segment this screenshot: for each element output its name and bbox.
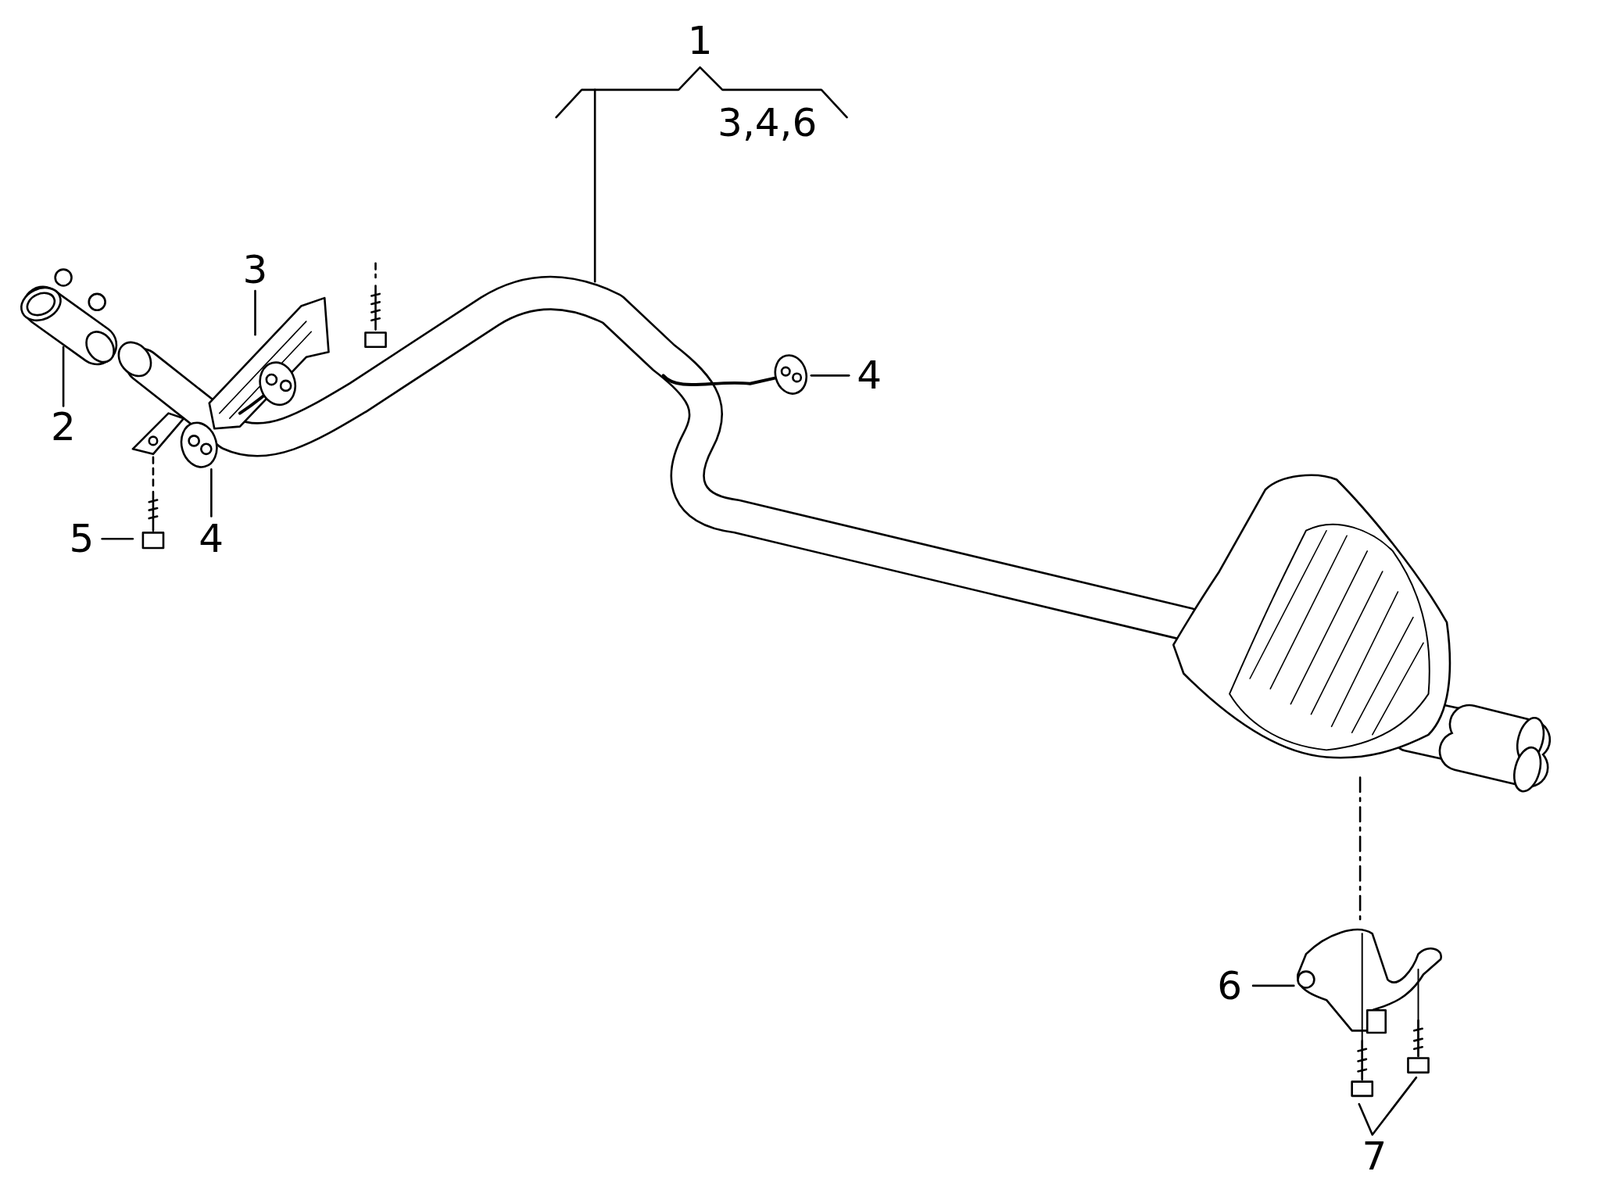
bolt <box>152 457 155 488</box>
mounting-bracket <box>209 297 330 429</box>
callout-number: 5 <box>69 519 95 559</box>
rubber-hanger <box>176 418 222 472</box>
leader-line <box>210 468 213 516</box>
callout-number: 7 <box>1362 1136 1388 1176</box>
callout-number: 3,4,6 <box>717 103 817 143</box>
rubber-hanger <box>200 443 212 455</box>
rubber-hanger <box>663 375 778 385</box>
rubber-hanger <box>781 367 790 376</box>
rear-bracket <box>1297 777 1441 1033</box>
leader-line <box>254 290 257 335</box>
rear-muffler <box>1173 475 1548 795</box>
callout-number: 1 <box>687 21 713 61</box>
pipe-clamp <box>89 293 106 311</box>
rubber-hanger <box>266 374 277 385</box>
group-bracket <box>594 89 597 282</box>
rear-muffler <box>1229 524 1430 751</box>
bolt <box>149 491 158 531</box>
callout-number: 3 <box>242 250 268 290</box>
rear-muffler <box>1510 744 1546 795</box>
callout-number: 2 <box>50 407 76 447</box>
group-bracket <box>556 67 848 282</box>
rubber-hanger <box>189 435 200 446</box>
rear-bracket <box>1297 971 1314 988</box>
pipe-clamp <box>23 288 58 319</box>
rear-bracket <box>1359 777 1362 924</box>
rubber-hanger <box>280 380 291 391</box>
leader-line <box>811 374 849 377</box>
callout-number: 6 <box>1217 966 1243 1006</box>
bolt <box>1352 1081 1373 1096</box>
mounting-bracket <box>149 436 158 445</box>
leader-line <box>63 290 1417 1135</box>
exhaust-pipe <box>111 293 1189 625</box>
rubber-hanger <box>255 358 301 409</box>
pipe-clamp <box>15 269 119 368</box>
rear-muffler <box>1249 530 1424 735</box>
callout-number: 4 <box>198 519 224 559</box>
bolt <box>371 285 380 330</box>
leader-line <box>102 537 133 541</box>
bolt <box>143 532 164 548</box>
rubber-hanger <box>770 351 811 398</box>
bolt <box>374 263 377 278</box>
mounting-bracket <box>132 413 184 455</box>
bolt <box>1413 1020 1422 1056</box>
rear-muffler <box>1173 475 1450 758</box>
bolt <box>1357 1040 1366 1080</box>
pipe-clamp <box>80 326 120 368</box>
pipe-clamp <box>15 281 66 327</box>
bolt <box>1407 1058 1429 1073</box>
rubber-hanger <box>792 373 801 382</box>
leader-line <box>62 347 65 407</box>
leader-line <box>1252 984 1294 988</box>
leader-line <box>1359 1077 1417 1135</box>
bolt <box>1352 933 1429 1096</box>
bolt <box>365 332 386 348</box>
exhaust-pipe <box>143 293 1189 625</box>
exhaust-pipe <box>143 293 1189 625</box>
bolt <box>143 263 387 548</box>
rear-bracket <box>1367 1009 1386 1033</box>
mounting-bracket <box>219 321 312 419</box>
rubber-hanger <box>176 351 811 472</box>
callout-number: 4 <box>856 355 882 395</box>
pipe-clamp <box>55 269 72 287</box>
mounting-bracket <box>132 297 330 455</box>
exhaust-pipe <box>111 336 158 383</box>
